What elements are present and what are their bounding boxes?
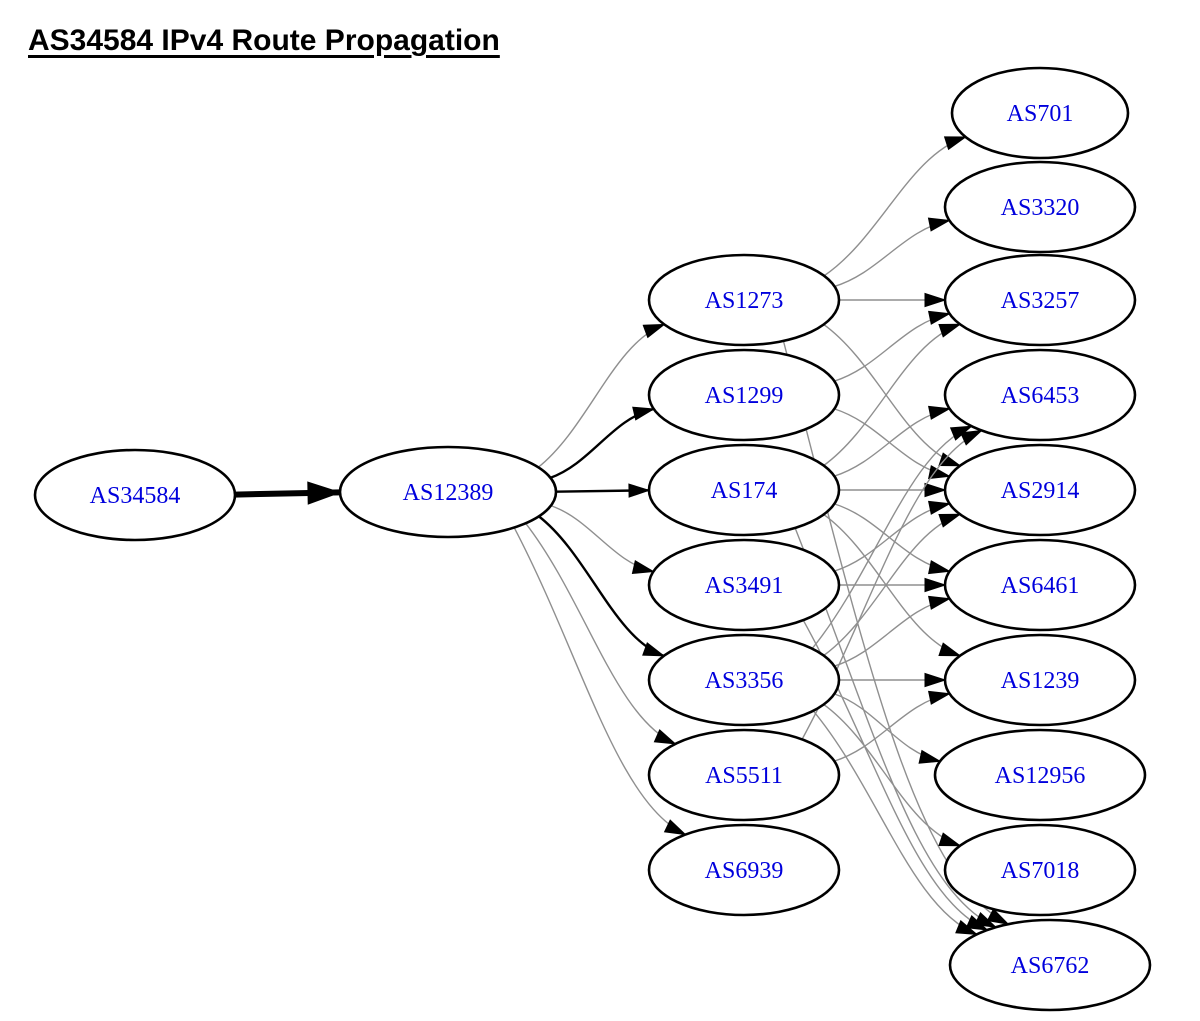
node-label: AS3257 [1001, 288, 1080, 314]
edge-AS174-AS6461 [833, 502, 950, 572]
node-ellipse [943, 348, 1137, 442]
graph-node-AS174: AS174 [647, 443, 841, 537]
node-label: AS12956 [995, 763, 1086, 789]
graph-node-AS701: AS701 [950, 66, 1130, 160]
edge-AS12389-AS6939 [513, 526, 686, 834]
graph-node-AS6939: AS6939 [647, 823, 841, 917]
node-ellipse [948, 918, 1152, 1012]
node-ellipse [943, 443, 1137, 537]
graph-node-AS12389: AS12389 [338, 445, 558, 539]
node-ellipse [943, 633, 1137, 727]
node-ellipse [33, 448, 237, 542]
edge-AS3356-AS7018 [822, 703, 960, 847]
node-ellipse [338, 445, 558, 539]
edge-AS174-AS3257 [822, 323, 960, 467]
node-ellipse [943, 823, 1137, 917]
node-label: AS1239 [1001, 668, 1080, 694]
graph-node-AS1239: AS1239 [943, 633, 1137, 727]
edge-AS12389-AS3356 [537, 514, 664, 658]
edge-AS3356-AS6762 [812, 709, 977, 935]
graph-node-AS6453: AS6453 [943, 348, 1137, 442]
node-label: AS1273 [705, 288, 784, 314]
node-ellipse [647, 443, 841, 537]
edge-AS1273-AS2914 [822, 323, 960, 467]
graph-node-AS3356: AS3356 [647, 633, 841, 727]
node-ellipse [933, 728, 1147, 822]
edge-AS12389-AS5511 [524, 522, 675, 744]
node-label: AS7018 [1001, 858, 1080, 884]
edge-AS3356-AS6453 [811, 425, 972, 650]
edge-AS1273-AS3320 [833, 220, 950, 288]
edge-AS12389-AS1299 [549, 409, 654, 480]
node-label: AS6453 [1001, 383, 1080, 409]
node-label: AS6939 [705, 858, 784, 884]
diagram-title: AS34584 IPv4 Route Propagation [28, 24, 500, 57]
node-ellipse [647, 823, 841, 917]
edge-AS174-AS1239 [822, 513, 960, 657]
node-ellipse [647, 633, 841, 727]
graph-node-AS1299: AS1299 [647, 348, 841, 442]
graph-node-AS2914: AS2914 [943, 443, 1137, 537]
graph-node-AS3320: AS3320 [943, 160, 1137, 254]
node-label: AS6461 [1001, 573, 1080, 599]
node-label: AS2914 [1001, 478, 1080, 504]
graph-node-AS3257: AS3257 [943, 253, 1137, 347]
edge-AS5511-AS1239 [833, 694, 950, 763]
edge-AS3356-AS2914 [822, 513, 960, 657]
node-label: AS12389 [403, 480, 494, 506]
node-ellipse [943, 538, 1137, 632]
node-label: AS34584 [90, 483, 181, 509]
edge-AS34584-AS12389 [233, 492, 340, 494]
edge-AS3491-AS2914 [833, 504, 950, 573]
graph-node-AS6461: AS6461 [943, 538, 1137, 632]
node-ellipse [647, 538, 841, 632]
node-ellipse [943, 160, 1137, 254]
node-ellipse [647, 728, 841, 822]
graph-node-AS1273: AS1273 [647, 253, 841, 347]
edge-AS174-AS6453 [833, 409, 950, 478]
graph-node-AS7018: AS7018 [943, 823, 1137, 917]
graph-node-AS6762: AS6762 [948, 918, 1152, 1012]
node-label: AS701 [1007, 101, 1074, 127]
edge-AS1273-AS701 [823, 136, 966, 277]
node-ellipse [943, 253, 1137, 347]
node-label: AS3356 [705, 668, 784, 694]
node-ellipse [950, 66, 1130, 160]
node-label: AS174 [711, 478, 778, 504]
graph-node-AS12956: AS12956 [933, 728, 1147, 822]
edge-layer [233, 136, 1008, 935]
edge-AS1299-AS3257 [833, 314, 950, 383]
node-label: AS5511 [705, 763, 783, 789]
node-ellipse [647, 253, 841, 347]
node-label: AS1299 [705, 383, 784, 409]
edge-AS3356-AS6461 [833, 599, 950, 668]
graph-node-AS5511: AS5511 [647, 728, 841, 822]
graph-node-AS3491: AS3491 [647, 538, 841, 632]
graph-node-AS34584: AS34584 [33, 448, 237, 542]
node-ellipse [647, 348, 841, 442]
edge-AS12389-AS1273 [537, 323, 665, 469]
node-label: AS6762 [1011, 953, 1090, 979]
node-label: AS3491 [705, 573, 784, 599]
edge-AS12389-AS3491 [549, 504, 653, 571]
node-label: AS3320 [1001, 195, 1080, 221]
edge-AS1299-AS2914 [833, 407, 950, 477]
edge-AS12389-AS174 [554, 490, 649, 491]
